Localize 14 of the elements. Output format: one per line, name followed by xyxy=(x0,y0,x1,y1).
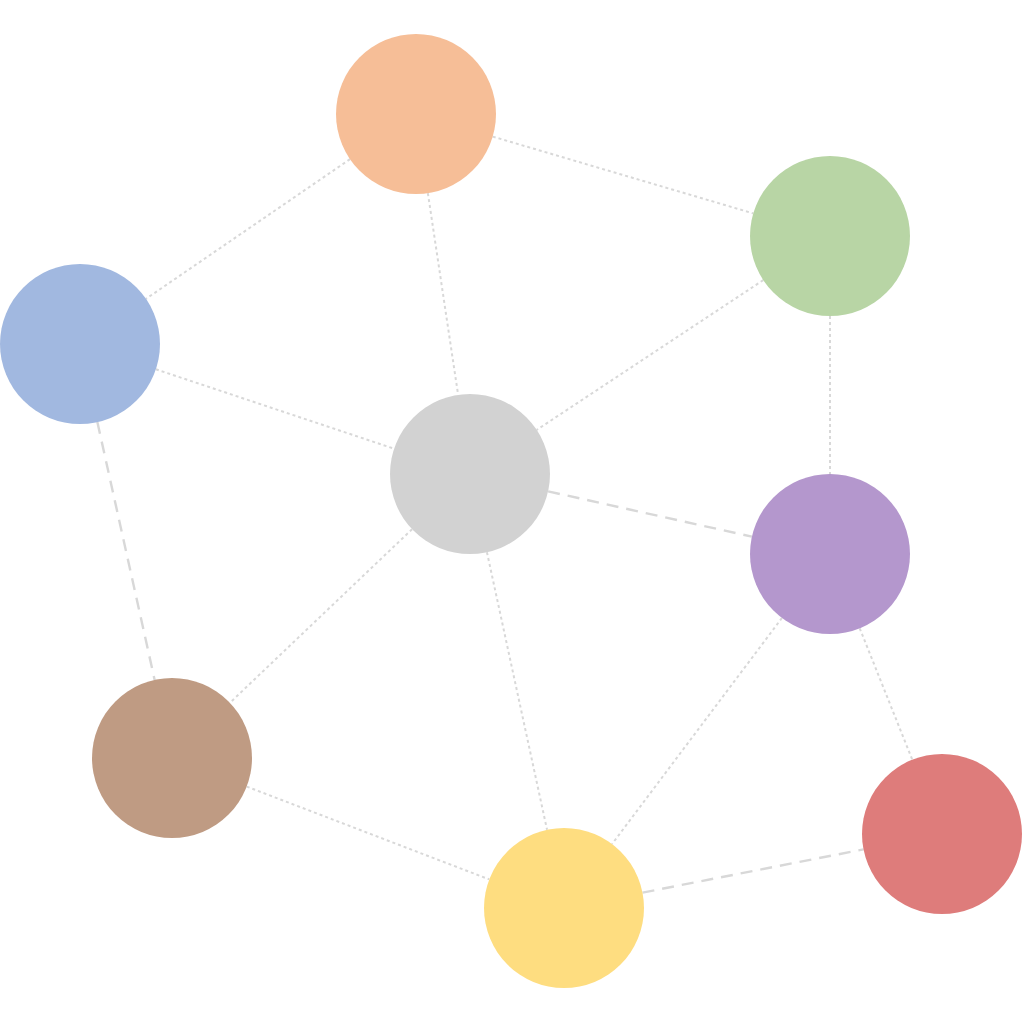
connector-line xyxy=(245,785,491,881)
connector-line xyxy=(547,490,753,538)
connector-line xyxy=(829,315,831,475)
connector-line xyxy=(145,158,351,300)
connector-line xyxy=(426,192,460,396)
connector-line xyxy=(485,551,549,831)
connector-line xyxy=(858,627,914,761)
connector-line xyxy=(642,848,864,894)
connector-line xyxy=(154,368,396,450)
connector-line xyxy=(228,528,414,704)
connector-line xyxy=(611,616,783,846)
connector-line xyxy=(535,279,765,431)
connector-line xyxy=(96,421,156,681)
connector-line xyxy=(491,135,755,215)
